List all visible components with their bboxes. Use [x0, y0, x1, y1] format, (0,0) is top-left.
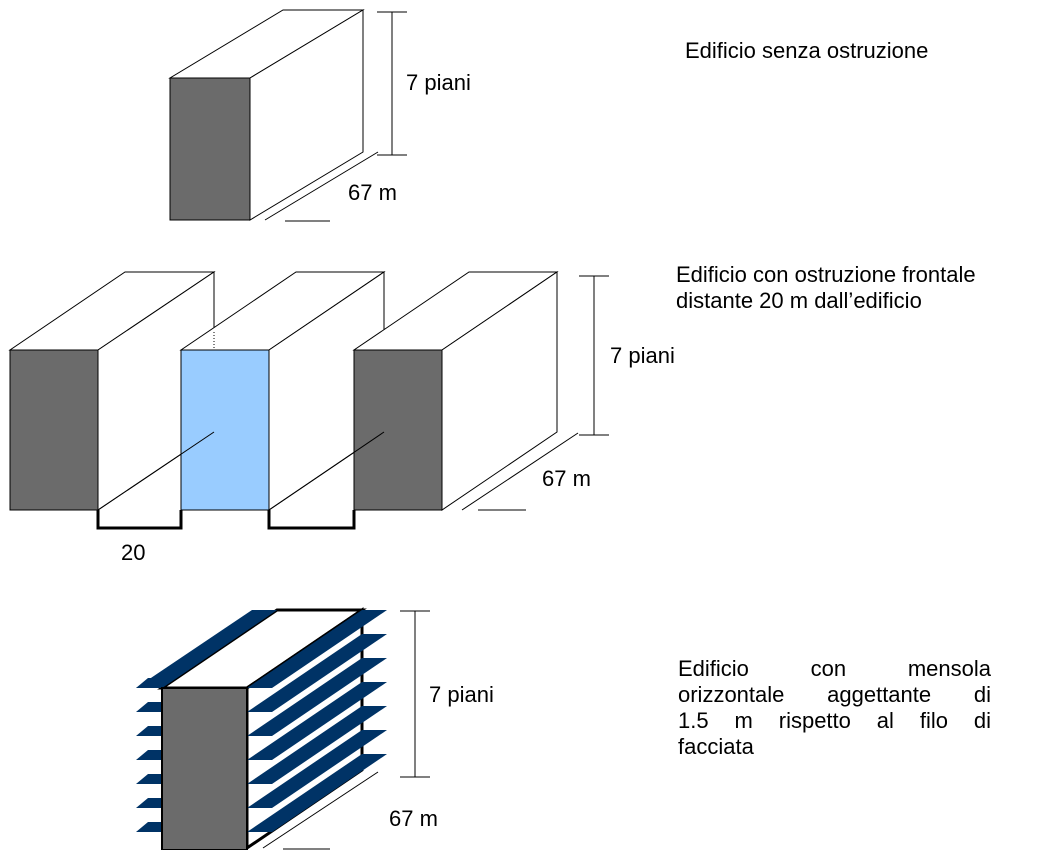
building-front-facade-highlighted: [180, 349, 270, 511]
obstruction-building-right: [352, 271, 559, 511]
shelf-fin-top: [136, 610, 277, 688]
description-2: Edificio con ostruzione frontale distant…: [676, 262, 976, 314]
building-front-facade: [169, 77, 251, 221]
gap-bracket-right: [267, 510, 356, 530]
length-dimension-1: [264, 151, 379, 222]
building-no-obstruction: [168, 9, 365, 221]
length-label-2: 67 m: [542, 466, 591, 491]
shelf-fin-left: [136, 750, 162, 760]
shelf-fin-right: [247, 754, 387, 832]
shelves-right: [247, 610, 387, 832]
description-2-line-2: distante 20 m dall’edificio: [676, 288, 922, 313]
building-front-facade: [9, 349, 99, 511]
description-1: Edificio senza ostruzione: [685, 38, 929, 63]
building-front-facade: [353, 349, 443, 511]
height-dimension-1: [377, 11, 407, 156]
shelf-fin-right: [247, 610, 387, 688]
shelf-fin-left: [136, 822, 162, 832]
description-3-line-1: Edificio con mensola: [678, 656, 991, 681]
shelf-fin-left: [136, 798, 162, 808]
length-label-3: 67 m: [389, 806, 438, 831]
gap-bracket-left: [96, 510, 183, 530]
shelf-fin-right: [247, 634, 387, 712]
shelf-fin-left: [136, 774, 162, 784]
description-2-line-1: Edificio con ostruzione frontale: [676, 262, 976, 287]
height-dimension-2: [579, 275, 609, 436]
shelf-fin-left: [136, 702, 162, 712]
ground-lines: [97, 431, 385, 511]
length-label-1: 67 m: [348, 180, 397, 205]
shelf-fin-right: [247, 706, 387, 784]
shelf-fin-left: [136, 726, 162, 736]
length-dimension-3: [262, 771, 379, 850]
shelves-left: [136, 610, 277, 832]
description-3: Edificio con mensola orizzontale aggetta…: [678, 656, 991, 760]
height-label-3: 7 piani: [429, 682, 494, 707]
height-dimension-3: [400, 610, 430, 778]
description-3-line-3: 1.5 m rispetto al filo di: [678, 708, 991, 733]
shelf-fin-right: [247, 730, 387, 808]
height-label-2: 7 piani: [610, 343, 675, 368]
description-3-line-2: orizzontale aggettante di: [678, 682, 991, 707]
length-dimension-2: [461, 432, 579, 511]
shelf-fin-right: [247, 682, 387, 760]
height-label-1: 7 piani: [406, 70, 471, 95]
description-3-line-4: facciata: [678, 734, 754, 759]
gap-label: 20: [121, 540, 146, 565]
building-front-facade: [161, 687, 248, 850]
shelf-fin-right: [247, 658, 387, 736]
building-with-shelves: [136, 607, 387, 850]
